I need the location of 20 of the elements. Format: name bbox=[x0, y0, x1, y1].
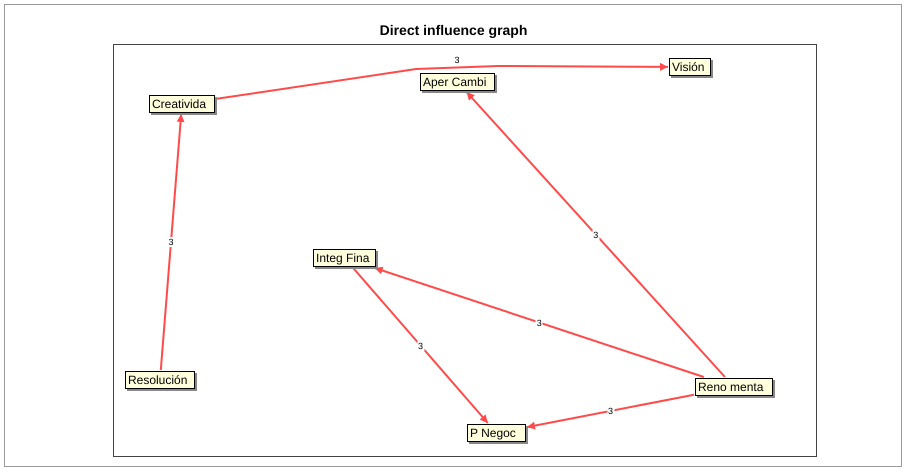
node-label-box: Aper Cambi bbox=[420, 73, 495, 91]
arrow bbox=[526, 394, 694, 430]
arrow bbox=[466, 91, 726, 378]
node-label-box: Resolución bbox=[125, 371, 195, 389]
arrow bbox=[216, 62, 668, 100]
edge-label: 3 bbox=[536, 318, 543, 328]
edge-label: 3 bbox=[168, 237, 174, 247]
chart-title: Direct influence graph bbox=[378, 22, 528, 38]
edge-label: 3 bbox=[417, 340, 424, 350]
node-label-box: P Negoc bbox=[467, 424, 526, 442]
arrow bbox=[160, 114, 185, 370]
node-label-box: Creativida bbox=[149, 95, 215, 113]
arrow bbox=[352, 267, 489, 424]
node-label-box: Reno menta bbox=[695, 378, 773, 396]
edge-label: 3 bbox=[454, 54, 460, 64]
edge-label: 3 bbox=[607, 406, 614, 416]
arrow bbox=[374, 266, 704, 378]
node-label-box: Visión bbox=[669, 58, 711, 76]
node-label-box: Integ Fina bbox=[313, 249, 376, 267]
edge-label: 3 bbox=[592, 230, 600, 240]
